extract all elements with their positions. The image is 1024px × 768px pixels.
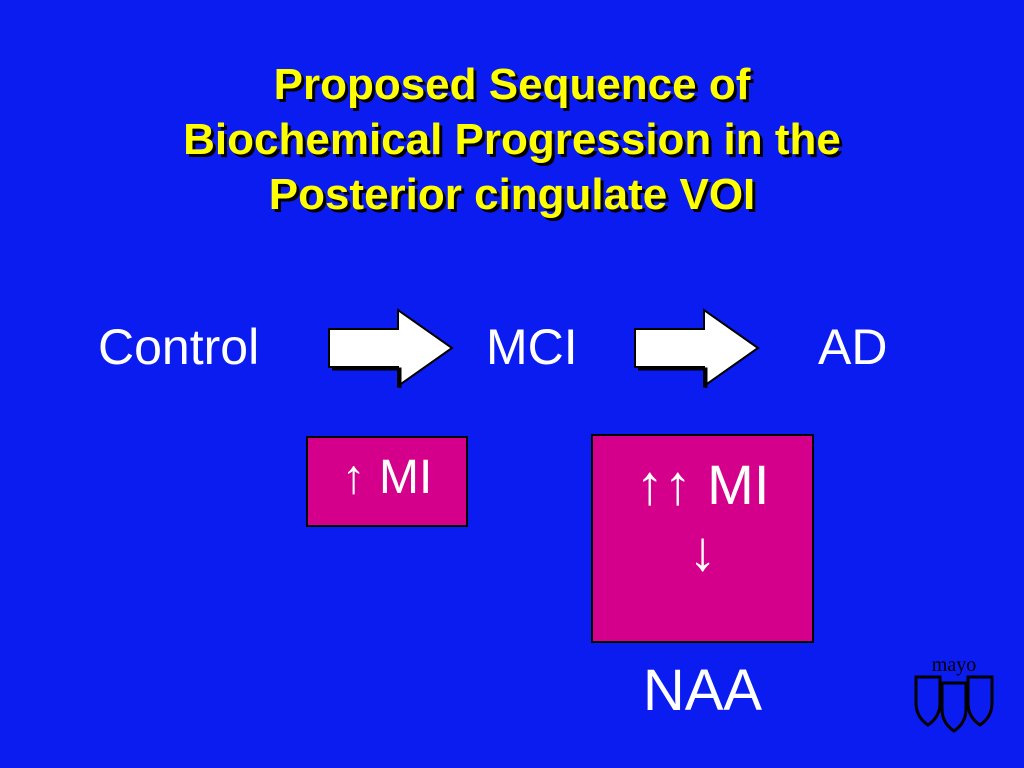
title-line-3: Posterior cingulate VOI	[268, 170, 756, 219]
naa-label: NAA	[642, 658, 763, 723]
ad-change-down-arrow: ↓	[688, 519, 717, 582]
slide-title: Proposed Sequence of Biochemical Progres…	[0, 57, 1024, 222]
mci-change-text: ↑ MI	[341, 451, 433, 504]
stage-ad: AD	[818, 319, 888, 375]
right-arrow-icon	[328, 308, 454, 388]
ad-change-box: ↑↑ MI ↓	[591, 434, 814, 643]
right-arrow-icon	[634, 308, 760, 388]
ad-change-mi: ↑↑ MI	[635, 453, 770, 516]
stage-mci: MCI	[486, 319, 578, 375]
mayo-logo-text: mayo	[932, 655, 976, 676]
mci-change-box: ↑ MI	[306, 436, 468, 527]
title-line-1: Proposed Sequence of	[273, 60, 751, 109]
mayo-logo: mayo	[914, 655, 994, 733]
stage-control: Control	[98, 319, 260, 375]
title-line-2: Biochemical Progression in the	[183, 115, 841, 164]
